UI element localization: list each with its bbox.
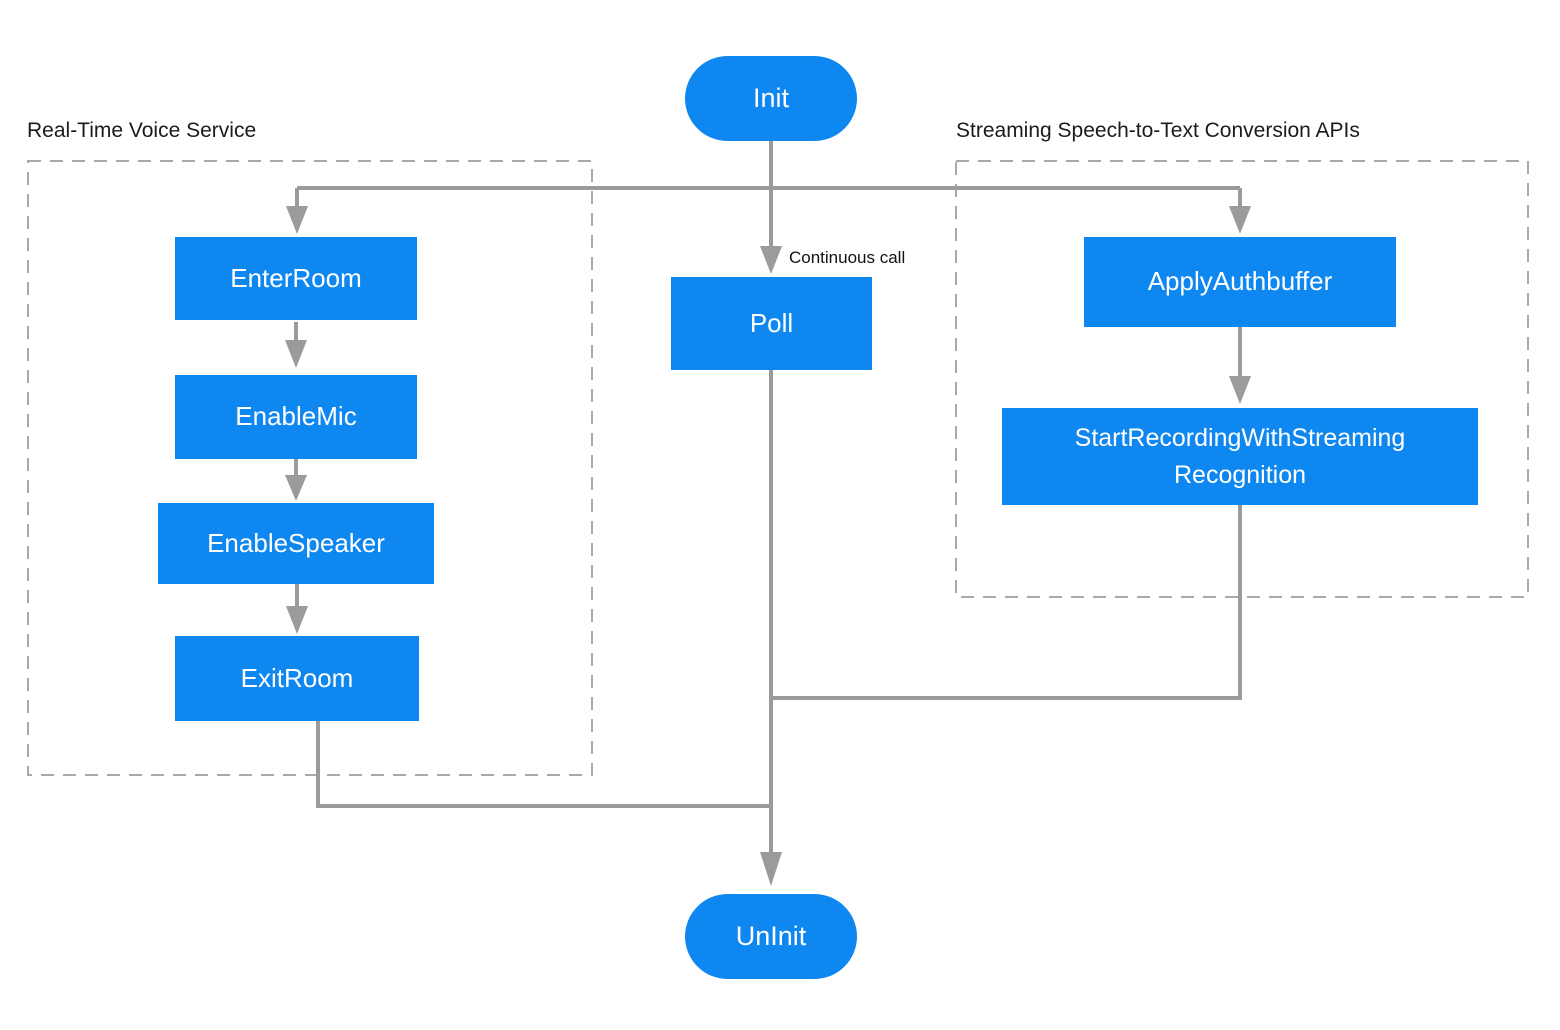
group-title-speech-to-text: Streaming Speech-to-Text Conversion APIs	[956, 119, 1360, 142]
edge-startrecording-to-merge	[773, 505, 1242, 700]
node-enablemic: EnableMic	[175, 375, 417, 459]
arrowhead-exitroom	[286, 606, 308, 634]
arrowhead-applyauthbuffer	[1229, 206, 1251, 234]
node-enablespeaker-label: EnableSpeaker	[207, 527, 385, 558]
edge-exitroom-to-merge	[316, 721, 773, 808]
arrowhead-enablemic	[285, 340, 307, 368]
group-box-speech-to-text	[955, 160, 1529, 598]
node-init-label: Init	[752, 82, 790, 113]
node-uninit: UnInit	[685, 894, 857, 979]
arrowhead-startrecording	[1229, 376, 1251, 404]
node-enablemic-label: EnableMic	[235, 401, 357, 432]
node-uninit-label: UnInit	[735, 920, 807, 951]
group-box-realtime-voice	[27, 160, 593, 776]
node-enterroom: EnterRoom	[175, 237, 417, 320]
node-enterroom-label: EnterRoom	[230, 262, 362, 293]
arrowheads	[285, 206, 1251, 886]
node-exitroom: ExitRoom	[175, 636, 419, 721]
node-startrecording-label-line2: Recognition	[1173, 460, 1307, 489]
arrowhead-enterroom	[286, 206, 308, 234]
edge-lines	[294, 140, 1242, 852]
node-applyauthbuffer: ApplyAuthbuffer	[1084, 237, 1396, 327]
arrowhead-uninit	[760, 852, 782, 886]
node-applyauthbuffer-label: ApplyAuthbuffer	[1147, 266, 1333, 297]
node-startrecording: StartRecordingWithStreaming Recognition	[1002, 408, 1478, 505]
node-enablespeaker: EnableSpeaker	[158, 503, 434, 584]
node-init: Init	[685, 56, 857, 141]
group-title-realtime-voice: Real-Time Voice Service	[27, 119, 257, 142]
arrowhead-poll	[760, 246, 782, 274]
edge-label-continuous-call: Continuous call	[789, 248, 906, 267]
node-exitroom-label: ExitRoom	[240, 662, 354, 693]
node-poll: Poll	[671, 277, 872, 370]
node-poll-label: Poll	[749, 307, 794, 338]
node-startrecording-label-line1: StartRecordingWithStreaming	[1074, 424, 1406, 453]
arrowhead-enablespeaker	[285, 475, 307, 501]
